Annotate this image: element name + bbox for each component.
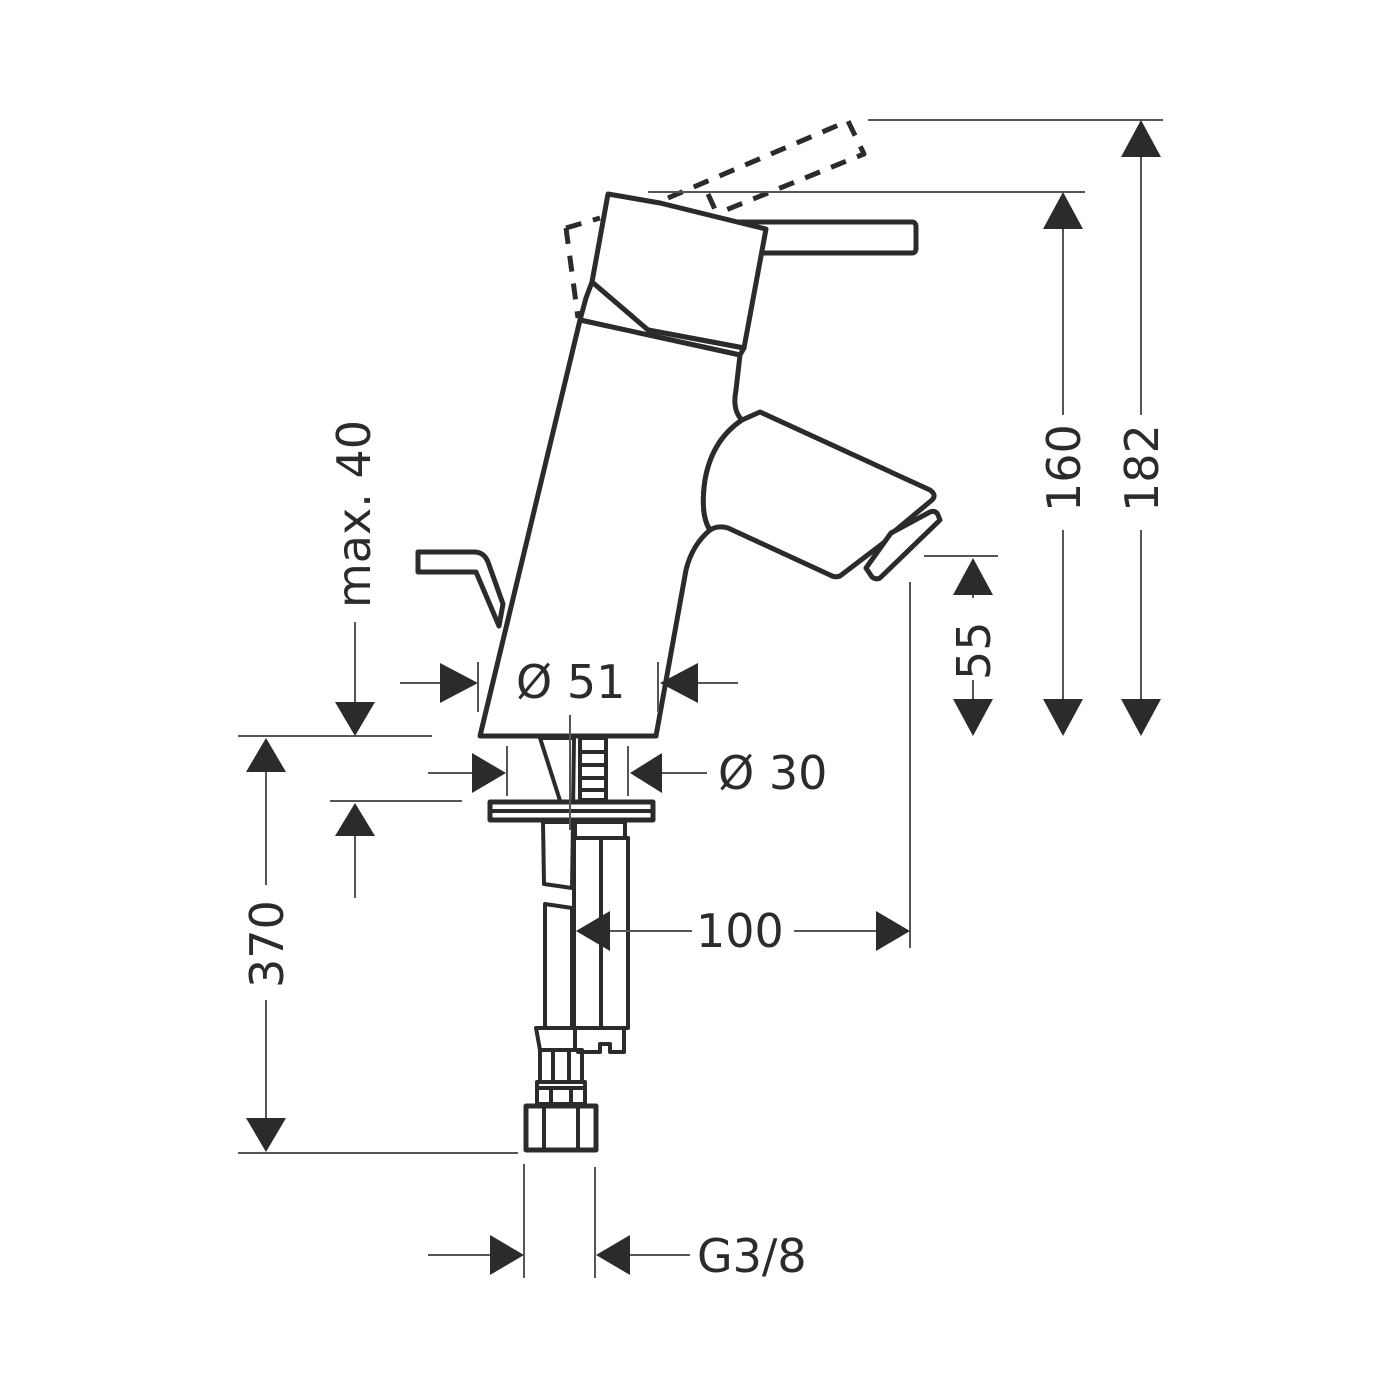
dimension-diameter-51-label: Ø 51 xyxy=(516,655,625,709)
dimension-160-label: 160 xyxy=(1037,424,1091,512)
dimension-g3-8: G3/8 xyxy=(428,1164,807,1283)
faucet-body xyxy=(477,317,943,739)
hose-braid xyxy=(538,1048,584,1084)
below-deck-assembly xyxy=(487,736,656,1153)
lever-arm xyxy=(727,219,919,256)
spout xyxy=(700,409,937,580)
dimension-diameter-51: Ø 51 xyxy=(400,655,738,712)
lever-open-position-ghost xyxy=(563,118,867,319)
dimension-diameter-30: Ø 30 xyxy=(428,746,827,800)
popup-waste-rod xyxy=(415,549,506,629)
dimension-370-label: 370 xyxy=(240,900,294,988)
aerator xyxy=(863,508,943,582)
dimension-370: 370 xyxy=(238,738,518,1154)
dimension-160: 160 xyxy=(648,191,1091,736)
dimension-max-40: max. 40 xyxy=(238,420,462,898)
dimension-100-label: 100 xyxy=(696,904,784,958)
dimension-182: 182 xyxy=(868,119,1169,736)
connection-nut xyxy=(523,1103,599,1153)
hose-lower-left xyxy=(543,902,574,1030)
lever-handle xyxy=(577,191,919,358)
dimension-182-label: 182 xyxy=(1115,424,1169,512)
dimension-55: 55 xyxy=(924,555,1001,736)
dimension-100: 100 xyxy=(576,904,910,958)
dimension-g3-8-label: G3/8 xyxy=(697,1229,807,1283)
dimension-55-label: 55 xyxy=(947,621,1001,680)
hose-upper-left xyxy=(541,820,575,890)
dimension-diameter-30-label: Ø 30 xyxy=(718,746,827,800)
dimension-max-40-label: max. 40 xyxy=(327,420,381,608)
